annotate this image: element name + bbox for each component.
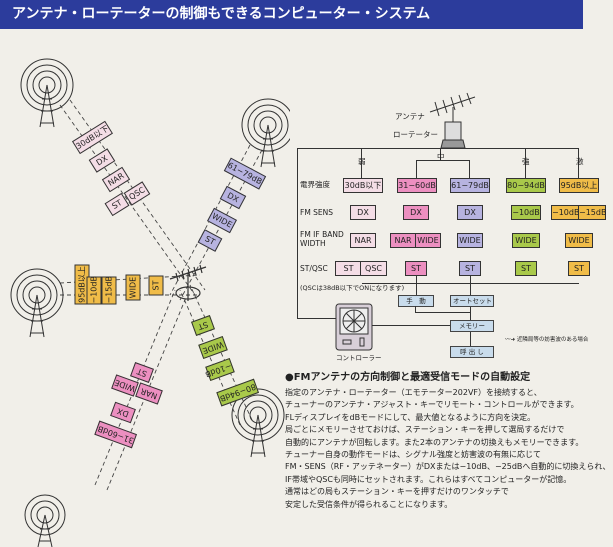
if-extreme: WIDE xyxy=(565,233,593,248)
if-weak: NAR xyxy=(350,233,376,248)
chain-extreme-if: WIDE xyxy=(125,274,141,301)
center-antenna-icon xyxy=(169,264,207,301)
st-extreme: ST xyxy=(568,261,590,276)
autoset-button: オートセット xyxy=(450,295,494,307)
memory-button: メモリー xyxy=(450,320,494,332)
level-strong: 強 xyxy=(522,157,530,166)
if-mid-high: WIDE xyxy=(457,233,483,248)
rotator-label: ローテーター xyxy=(393,130,438,139)
row-label-st: ST/QSC xyxy=(300,264,328,273)
controller-icon xyxy=(335,303,373,351)
page-title: アンテナ・ローテーターの制御もできるコンピューター・システム xyxy=(0,0,583,29)
st-strong: ST xyxy=(515,261,537,276)
if-medium-nar: NAR xyxy=(390,233,416,248)
antenna-label: アンテナ xyxy=(395,112,425,121)
wavy-arrow-icon: 〰➜ xyxy=(505,337,517,343)
body-line: チューナーのアンテナ・アジャスト・キーでリモート・コントロールができます。 xyxy=(285,400,579,410)
recall-button: 呼 出 し xyxy=(450,346,494,358)
tower-icons xyxy=(10,58,290,547)
body-line: チューナー自身の動作モードは、シグナル強度と妨害波の有無に応じて xyxy=(285,450,541,460)
body-line: 自動的にアンテナが回転します。また2本のアンテナの切換えもメモリーできます。 xyxy=(285,437,584,447)
antenna-rotator-icon xyxy=(429,92,476,149)
antenna-direction-diagram xyxy=(10,58,290,547)
chain-extreme-sens-1: −10dB xyxy=(86,276,102,305)
st-mid-high: ST xyxy=(459,261,481,276)
body-line: IF帯域やQSCも同時にセットされます。これらはすべてコンピューターが記憶。 xyxy=(285,474,572,484)
body-line: FM・SENS（RF・アッテネーター）がDXまたは−10dB、−25dBへ自動的… xyxy=(285,462,611,472)
chain-extreme-st: ST xyxy=(148,275,164,296)
strength-mid-high: 61−79dB xyxy=(450,178,490,193)
body-line: 局ごとにメモリーさせておけば、ステーション・キーを押して選局するだけで xyxy=(285,425,565,435)
row-label-sens: FM SENS xyxy=(300,208,334,217)
sens-extreme-1: −10dB xyxy=(551,205,579,220)
chain-extreme-sens-2: −15dB xyxy=(101,276,117,305)
st-weak: ST xyxy=(335,261,362,276)
section-body: 指定のアンテナ・ローテーター（エモテーター202VF）を接続すると、 チューナー… xyxy=(285,387,610,511)
strength-extreme: 95dB以上 xyxy=(559,178,599,193)
sens-mid-high: DX xyxy=(457,205,483,220)
interference-legend: 〰➜ 近隣局等の妨害波のある場合 xyxy=(505,336,588,345)
legend-text: 近隣局等の妨害波のある場合 xyxy=(516,337,589,343)
row-label-strength: 電界強度 xyxy=(300,180,330,189)
qsc-note: (QSCは38dB以下でONになります) xyxy=(300,284,405,292)
sens-medium: DX xyxy=(403,205,429,220)
st-medium: ST xyxy=(405,261,427,276)
osc-weak: QSC xyxy=(360,261,387,276)
body-line: 指定のアンテナ・ローテーター（エモテーター202VF）を接続すると、 xyxy=(285,388,542,397)
strength-strong: 80−94dB xyxy=(506,178,546,193)
strength-weak: 30dB以下 xyxy=(343,178,383,193)
body-line: FLディスプレイをdBモードにして、最大値となるように方向を決定。 xyxy=(285,412,536,422)
strength-medium: 31−60dB xyxy=(397,178,437,193)
controller-label: コントローラー xyxy=(336,354,382,362)
manual-button: 手 動 xyxy=(398,295,434,307)
row-label-if: FM IF BAND WIDTH xyxy=(300,230,344,248)
if-strong: WIDE xyxy=(512,233,540,248)
sens-strong: −10dB xyxy=(511,205,541,220)
body-line: 安定した受信条件が得られることになります。 xyxy=(285,499,453,509)
level-extreme: 激 xyxy=(576,157,584,166)
section-heading: ●FMアンテナの方向制御と最適受信モードの自動設定 xyxy=(285,372,531,383)
sens-weak: DX xyxy=(350,205,376,220)
body-line: 通常はどの局もステーション・キーを押すだけのワンタッチで xyxy=(285,487,509,497)
sens-extreme-2: −15dB xyxy=(578,205,606,220)
level-medium: 中 xyxy=(437,152,445,161)
if-medium-wide: WIDE xyxy=(415,233,441,248)
level-weak: 弱 xyxy=(358,157,366,166)
